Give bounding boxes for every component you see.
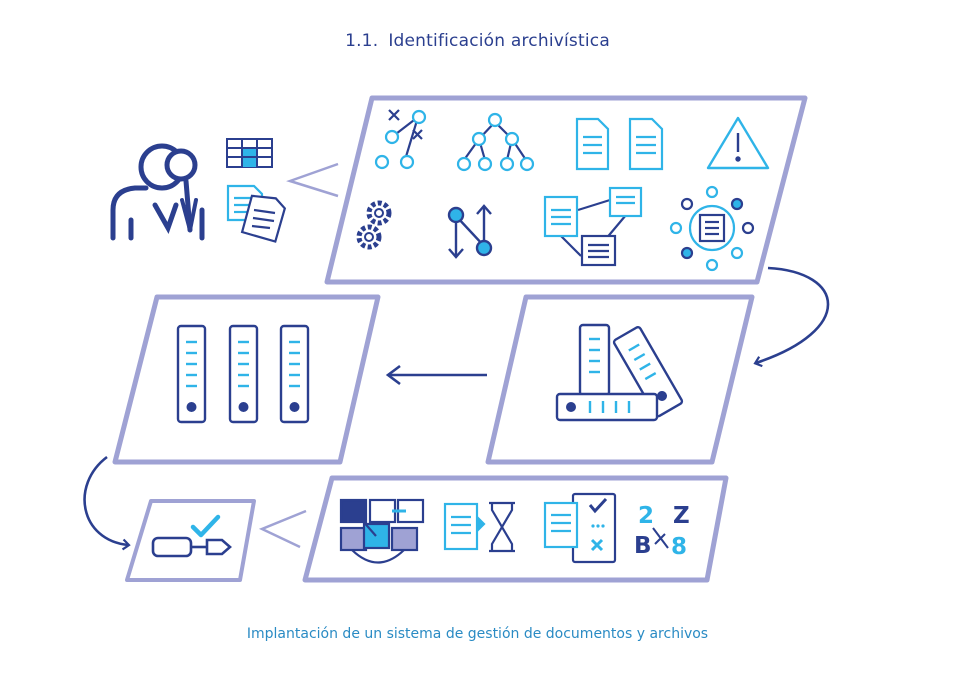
- binders-stack-icon: [555, 323, 684, 422]
- document-checklist-icon: [543, 492, 617, 564]
- pages-icon: [575, 117, 664, 171]
- section-number: 1.1.: [345, 31, 379, 51]
- section-title-text: Identificación archivística: [388, 31, 610, 51]
- chevron-left-icon: [286, 162, 339, 198]
- flow-arrow-curved: [83, 455, 131, 551]
- network-icon: [374, 109, 427, 170]
- flow-arrow-curved: [753, 266, 830, 368]
- warning-icon: [706, 116, 770, 170]
- alphanumeric-sort-icon: 2 Z B 8: [634, 503, 690, 560]
- grid-highlight-icon: [226, 138, 273, 168]
- screwdriver-check-icon: [151, 514, 232, 558]
- document-hourglass-icon: [443, 501, 515, 553]
- panel-binders-right: [485, 294, 755, 465]
- workflow-documents-icon: [543, 186, 643, 267]
- flow-arrows-icon: [447, 204, 493, 259]
- sort-glyph-bottom-left: B: [634, 533, 652, 559]
- hierarchy-tree-icon: [456, 112, 535, 172]
- chevron-left-icon: [258, 509, 307, 549]
- sort-glyph-top-right: Z: [673, 503, 690, 529]
- person-magnifier-icon: [110, 143, 205, 241]
- gears-icon: [356, 200, 392, 250]
- diagram-caption: Implantación de un sistema de gestión de…: [246, 626, 709, 642]
- panel-identification: [324, 95, 808, 285]
- section-title: 1.1. Identificación archivística: [0, 31, 955, 51]
- classification-blocks-icon: [339, 498, 425, 564]
- binders-row-icon: [176, 324, 310, 424]
- flow-arrow-left: [385, 364, 487, 386]
- sort-glyph-top-left: 2: [638, 503, 654, 529]
- sort-glyph-bottom-right: 8: [671, 534, 687, 560]
- document-hub-icon: [669, 185, 755, 272]
- documents-icon: [226, 184, 287, 243]
